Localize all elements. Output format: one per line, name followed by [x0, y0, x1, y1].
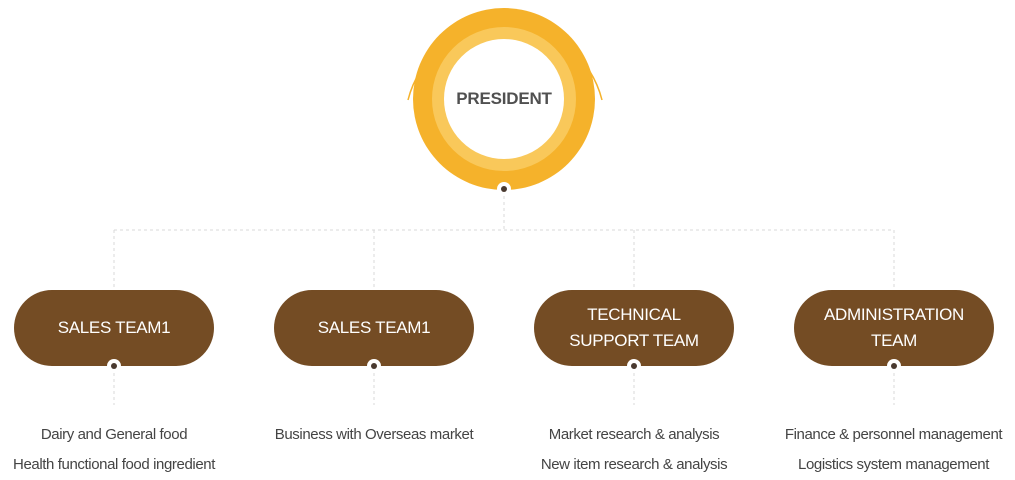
president-node: PRESIDENT	[413, 8, 595, 190]
team-connector-dot-2	[367, 359, 381, 373]
team-node-3: TECHNICAL SUPPORT TEAM	[534, 290, 734, 366]
team-connector-dot-1	[107, 359, 121, 373]
duty-item: Market research & analysis	[548, 426, 720, 443]
team-duties-3: Market research & analysis New item rese…	[504, 420, 764, 480]
team-name-line-2: TEAM	[870, 331, 918, 350]
duty-item: New item research & analysis	[540, 456, 728, 473]
president-ring: PRESIDENT	[432, 27, 576, 171]
team-name-line-1: ADMINISTRATION	[824, 305, 964, 324]
team-connector-dot-3	[627, 359, 641, 373]
duty-item: Business with Overseas market	[274, 426, 474, 443]
duty-item: Logistics system management	[798, 456, 989, 473]
team-name-line-1: TECHNICAL	[587, 305, 681, 324]
team-connector-dot-4	[887, 359, 901, 373]
team-name: SALES TEAM1	[57, 318, 171, 337]
team-duties-4: Finance & personnel management Logistics…	[772, 420, 1015, 480]
president-inner: PRESIDENT	[444, 39, 564, 159]
team-name: SALES TEAM1	[317, 318, 431, 337]
team-name-line-2: SUPPORT TEAM	[569, 331, 699, 350]
team-node-1: SALES TEAM1	[14, 290, 214, 366]
team-node-4: ADMINISTRATION TEAM	[794, 290, 994, 366]
duty-item: Dairy and General food	[40, 426, 188, 443]
team-duties-1: Dairy and General food Health functional…	[0, 420, 242, 480]
duty-item: Finance & personnel management	[784, 426, 1003, 443]
team-node-2: SALES TEAM1	[274, 290, 474, 366]
president-connector-dot	[497, 182, 511, 196]
president-label: PRESIDENT	[456, 89, 552, 108]
duty-item: Health functional food ingredient	[13, 456, 215, 473]
team-duties-2: Business with Overseas market	[244, 420, 504, 450]
